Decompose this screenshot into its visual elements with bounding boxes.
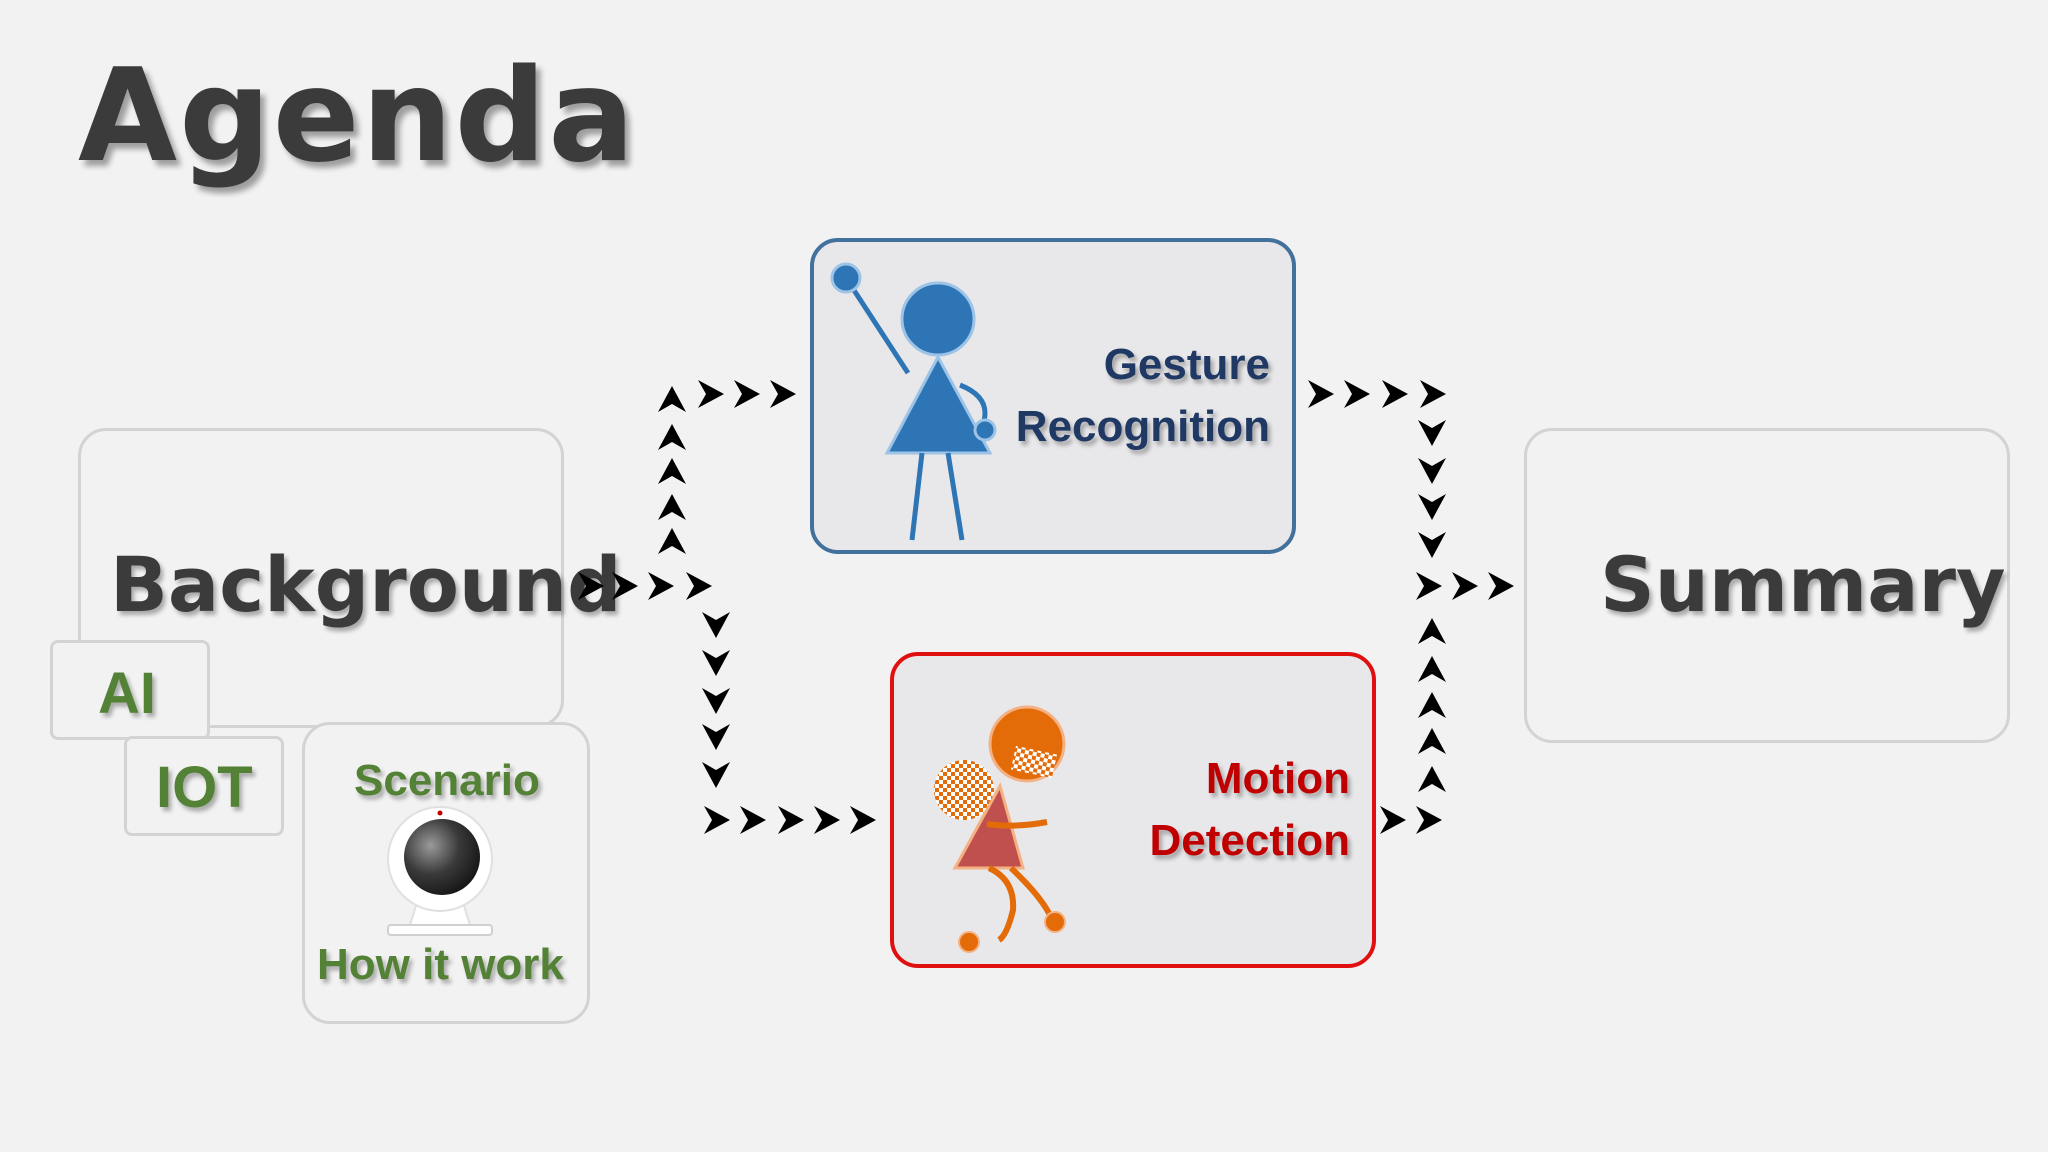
gesture-line-2: Recognition [1015, 402, 1270, 451]
chevron-arrow-icon [770, 380, 796, 408]
chevron-arrow-icon [698, 380, 724, 408]
chevron-arrow-icon [686, 572, 712, 600]
iot-label: IOT [156, 755, 253, 820]
chevron-arrow-icon [1418, 618, 1446, 644]
ai-box [50, 640, 210, 740]
chevron-arrow-icon [1308, 380, 1334, 408]
chevron-arrow-group [578, 380, 1514, 834]
chevron-arrow-icon [658, 386, 686, 412]
chevron-arrow-icon [702, 688, 730, 714]
chevron-arrow-icon [704, 806, 730, 834]
scenario-label: Scenario [354, 756, 540, 805]
gesture-recognition-box [810, 238, 1296, 554]
chevron-arrow-icon [1420, 380, 1446, 408]
chevron-arrow-icon [612, 572, 638, 600]
chevron-arrow-icon [1382, 380, 1408, 408]
chevron-arrow-icon [658, 458, 686, 484]
chevron-arrow-icon [658, 424, 686, 450]
chevron-arrow-icon [578, 572, 604, 600]
gesture-line-1: Gesture [1103, 340, 1270, 389]
chevron-arrow-icon [1416, 572, 1442, 600]
motion-line-1: Motion [1205, 754, 1350, 803]
chevron-arrow-icon [1418, 494, 1446, 520]
chevron-arrow-icon [734, 380, 760, 408]
chevron-arrow-icon [1418, 656, 1446, 682]
ai-label: AI [98, 661, 156, 726]
chevron-arrow-icon [1418, 728, 1446, 754]
chevron-arrow-icon [1452, 572, 1478, 600]
chevron-arrow-icon [1418, 766, 1446, 792]
background-label: Background [110, 540, 622, 629]
chevron-arrow-icon [702, 724, 730, 750]
chevron-arrow-icon [1344, 380, 1370, 408]
chevron-arrow-icon [778, 806, 804, 834]
chevron-arrow-icon [702, 762, 730, 788]
chevron-arrow-icon [658, 528, 686, 554]
chevron-arrow-icon [850, 806, 876, 834]
chevron-arrow-icon [1488, 572, 1514, 600]
chevron-arrow-icon [658, 494, 686, 520]
chevron-arrow-icon [740, 806, 766, 834]
page-title: Agenda [78, 42, 637, 191]
motion-line-2: Detection [1149, 816, 1350, 865]
chevron-arrow-icon [1416, 806, 1442, 834]
gesture-recognition-label: Gesture Recognition [960, 334, 1270, 458]
how-it-work-label: How it work [317, 940, 564, 989]
webcam-icon [387, 806, 493, 936]
chevron-arrow-icon [648, 572, 674, 600]
chevron-arrow-icon [1418, 458, 1446, 484]
summary-label: Summary [1600, 540, 2006, 629]
chevron-arrow-icon [702, 612, 730, 638]
running-figure-icon [934, 705, 1066, 953]
motion-detection-label: Motion Detection [1040, 748, 1350, 872]
chevron-arrow-icon [1418, 532, 1446, 558]
stick-figure-waving-icon [830, 262, 997, 541]
chevron-arrow-icon [702, 650, 730, 676]
iot-box [124, 736, 284, 836]
chevron-arrow-icon [1380, 806, 1406, 834]
chevron-arrow-icon [814, 806, 840, 834]
chevron-arrow-icon [1418, 420, 1446, 446]
summary-box [1524, 428, 2010, 743]
chevron-arrow-icon [1418, 692, 1446, 718]
